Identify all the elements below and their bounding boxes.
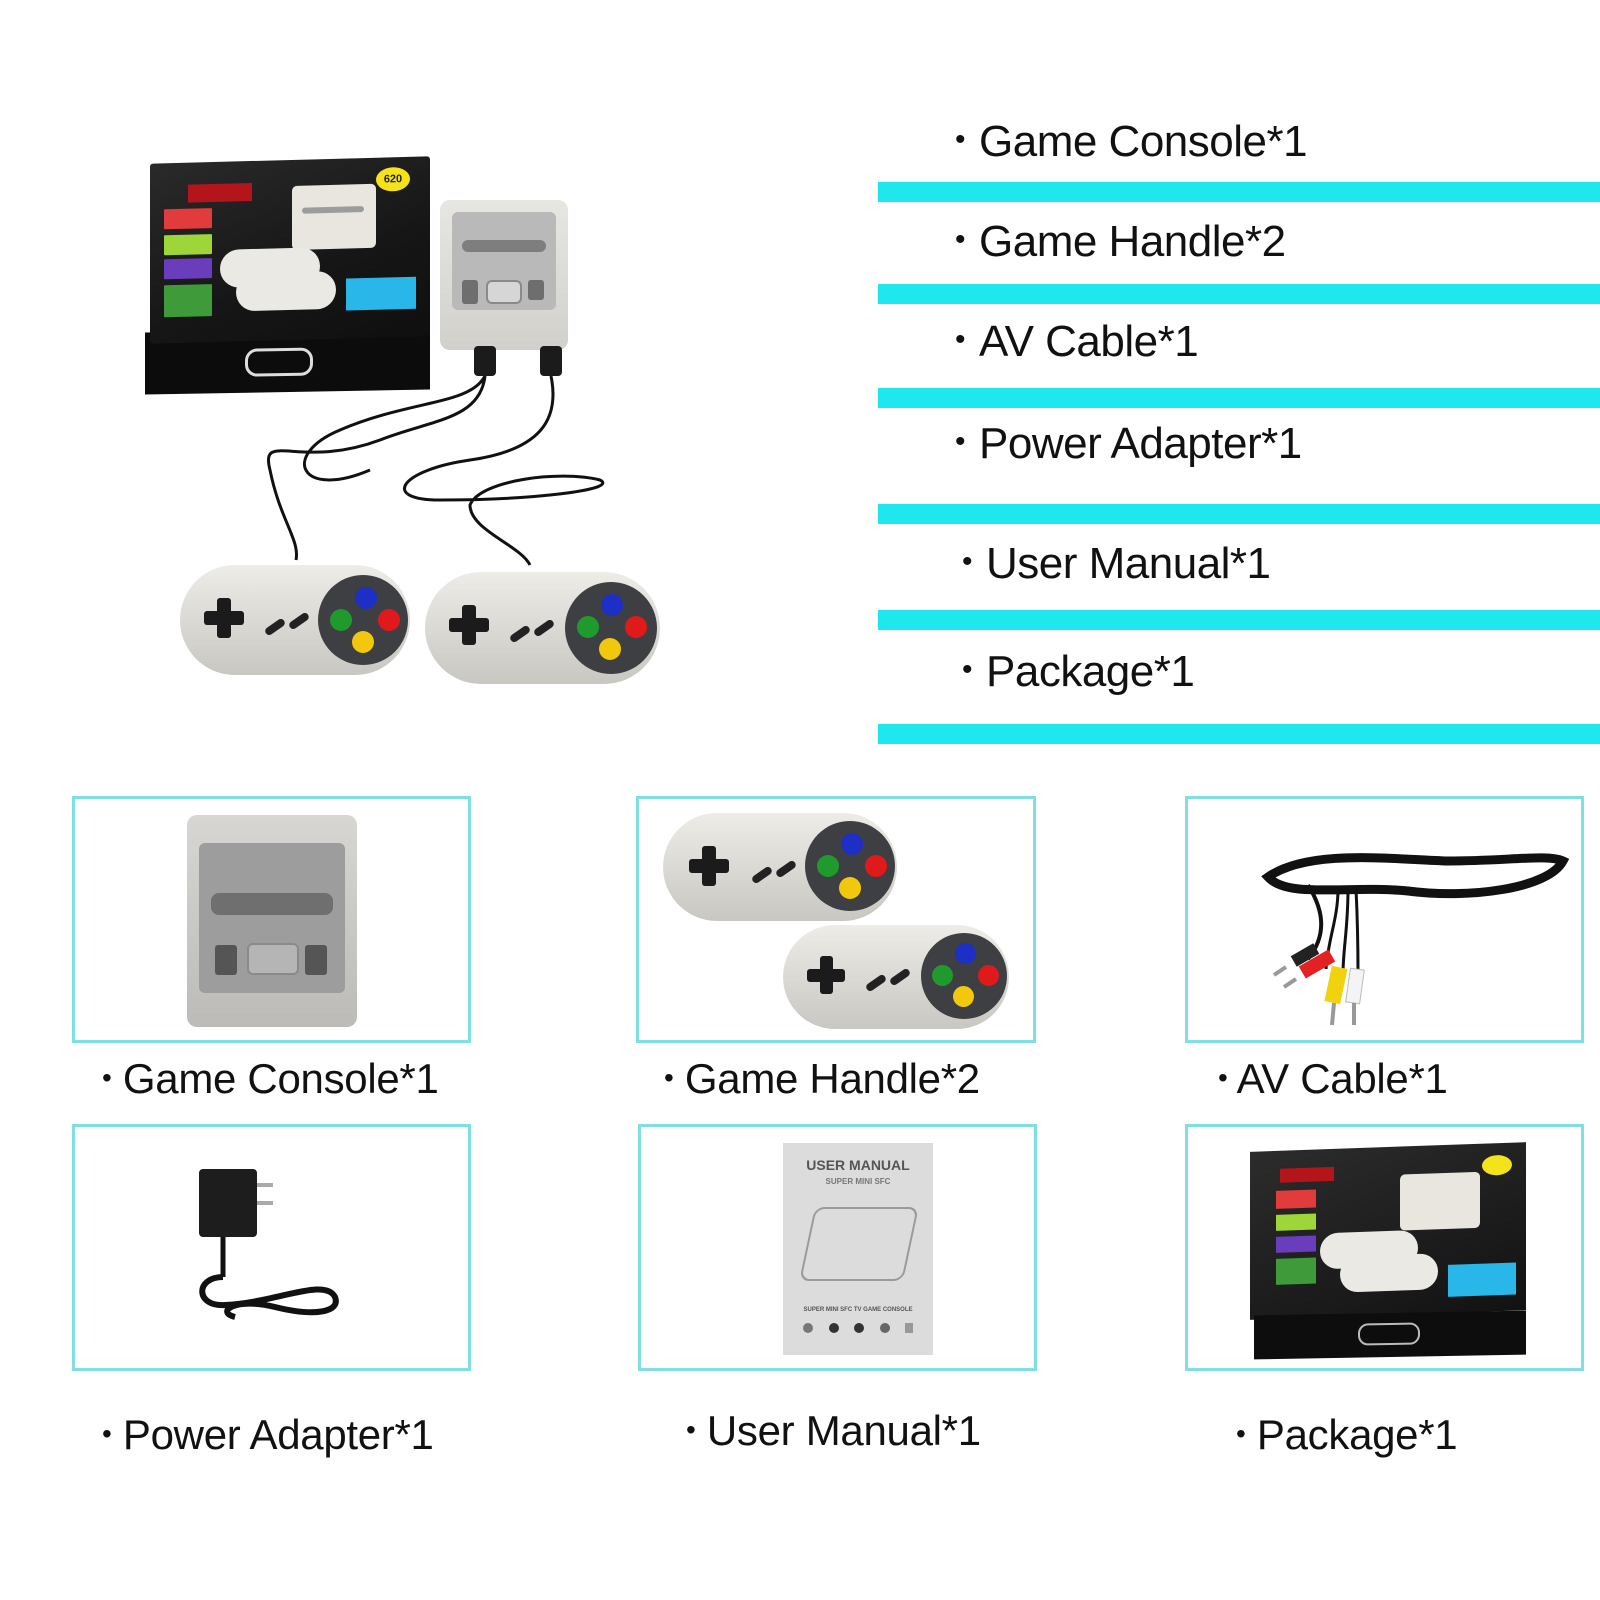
caption-user-manual: • User Manual*1	[686, 1408, 981, 1457]
button-red	[378, 609, 400, 631]
checklist-item-user-manual: • User Manual*1	[962, 540, 1271, 590]
manual-subtitle: SUPER MINI SFC	[825, 1177, 891, 1186]
caption-power-adapter: • Power Adapter*1	[102, 1412, 434, 1461]
button-green	[577, 616, 599, 638]
power-cord	[199, 1237, 339, 1320]
checklist-label: Package*1	[986, 647, 1195, 696]
manual-footer: SUPER MINI SFC TV GAME CONSOLE	[803, 1307, 913, 1313]
checklist-item-power-adapter: • Power Adapter*1	[955, 420, 1302, 470]
bullet-icon: •	[686, 1413, 696, 1445]
grid-cell-user-manual: USER MANUAL SUPER MINI SFC SUPER MINI SF…	[638, 1124, 1037, 1371]
caption-label: User Manual*1	[706, 1407, 981, 1454]
controller-icon	[180, 565, 410, 675]
divider-bar	[878, 182, 1600, 202]
bullet-icon: •	[102, 1417, 112, 1449]
caption-game-handle: • Game Handle*2	[664, 1056, 980, 1105]
button-yellow	[599, 638, 621, 660]
caption-game-console: • Game Console*1	[102, 1056, 439, 1105]
button-yellow	[352, 631, 374, 653]
manual-console-drawing	[799, 1207, 919, 1281]
caption-label: Game Console*1	[122, 1055, 439, 1102]
bullet-icon: •	[102, 1061, 112, 1093]
controller-port	[540, 346, 562, 376]
checklist-item-game-handle: • Game Handle*2	[955, 218, 1286, 268]
controller-icon	[425, 572, 660, 684]
checklist-label: Game Console*1	[979, 117, 1308, 166]
manual-title: USER MANUAL	[806, 1157, 910, 1173]
package-box-side	[1254, 1310, 1526, 1360]
bullet-icon: •	[962, 545, 973, 579]
console-icon	[187, 815, 357, 1027]
button-blue	[601, 594, 623, 616]
grid-cell-game-console	[72, 796, 471, 1043]
checklist-label: Power Adapter*1	[979, 419, 1302, 468]
grid-cell-game-handle	[636, 796, 1036, 1043]
caption-label: Game Handle*2	[684, 1055, 980, 1102]
controller-icon	[663, 813, 897, 921]
checklist-label: AV Cable*1	[979, 317, 1199, 366]
bullet-icon: •	[955, 223, 966, 257]
bullet-icon: •	[955, 323, 966, 357]
caption-package: • Package*1	[1236, 1411, 1458, 1461]
controller-icon	[783, 925, 1009, 1029]
divider-bar	[878, 504, 1600, 524]
button-blue	[355, 587, 377, 609]
certification-icons	[803, 1323, 913, 1335]
grid-cell-power-adapter	[72, 1124, 471, 1371]
controller-cables	[267, 375, 605, 566]
divider-bar	[878, 284, 1600, 304]
controller-logo-icon	[1358, 1322, 1420, 1346]
grid-cell-package	[1185, 1124, 1584, 1371]
bullet-icon: •	[962, 653, 973, 687]
checklist-item-package: • Package*1	[962, 647, 1195, 698]
caption-av-cable: • AV Cable*1	[1218, 1056, 1448, 1105]
power-adapter-icon	[199, 1169, 257, 1237]
bullet-icon: •	[1236, 1417, 1246, 1449]
button-red	[625, 616, 647, 638]
bullet-icon: •	[664, 1061, 674, 1093]
divider-bar	[878, 724, 1600, 744]
checklist-label: User Manual*1	[986, 539, 1271, 588]
caption-label: AV Cable*1	[1236, 1055, 1448, 1102]
divider-bar	[878, 610, 1600, 630]
bullet-icon: •	[1218, 1061, 1228, 1093]
caption-label: Package*1	[1256, 1411, 1458, 1458]
divider-bar	[878, 388, 1600, 408]
caption-label: Power Adapter*1	[122, 1411, 434, 1458]
user-manual-icon: USER MANUAL SUPER MINI SFC SUPER MINI SF…	[783, 1143, 933, 1355]
package-box-icon	[1250, 1142, 1526, 1320]
console-icon	[440, 200, 568, 350]
bullet-icon: •	[955, 123, 966, 157]
checklist-item-av-cable: • AV Cable*1	[955, 317, 1199, 368]
controller-port	[474, 346, 496, 376]
grid-cell-av-cable	[1185, 796, 1584, 1043]
button-green	[330, 609, 352, 631]
checklist-label: Game Handle*2	[979, 217, 1286, 266]
checklist-item-game-console: • Game Console*1	[955, 117, 1308, 168]
av-cable-icon	[1261, 853, 1570, 1026]
bullet-icon: •	[955, 425, 966, 459]
